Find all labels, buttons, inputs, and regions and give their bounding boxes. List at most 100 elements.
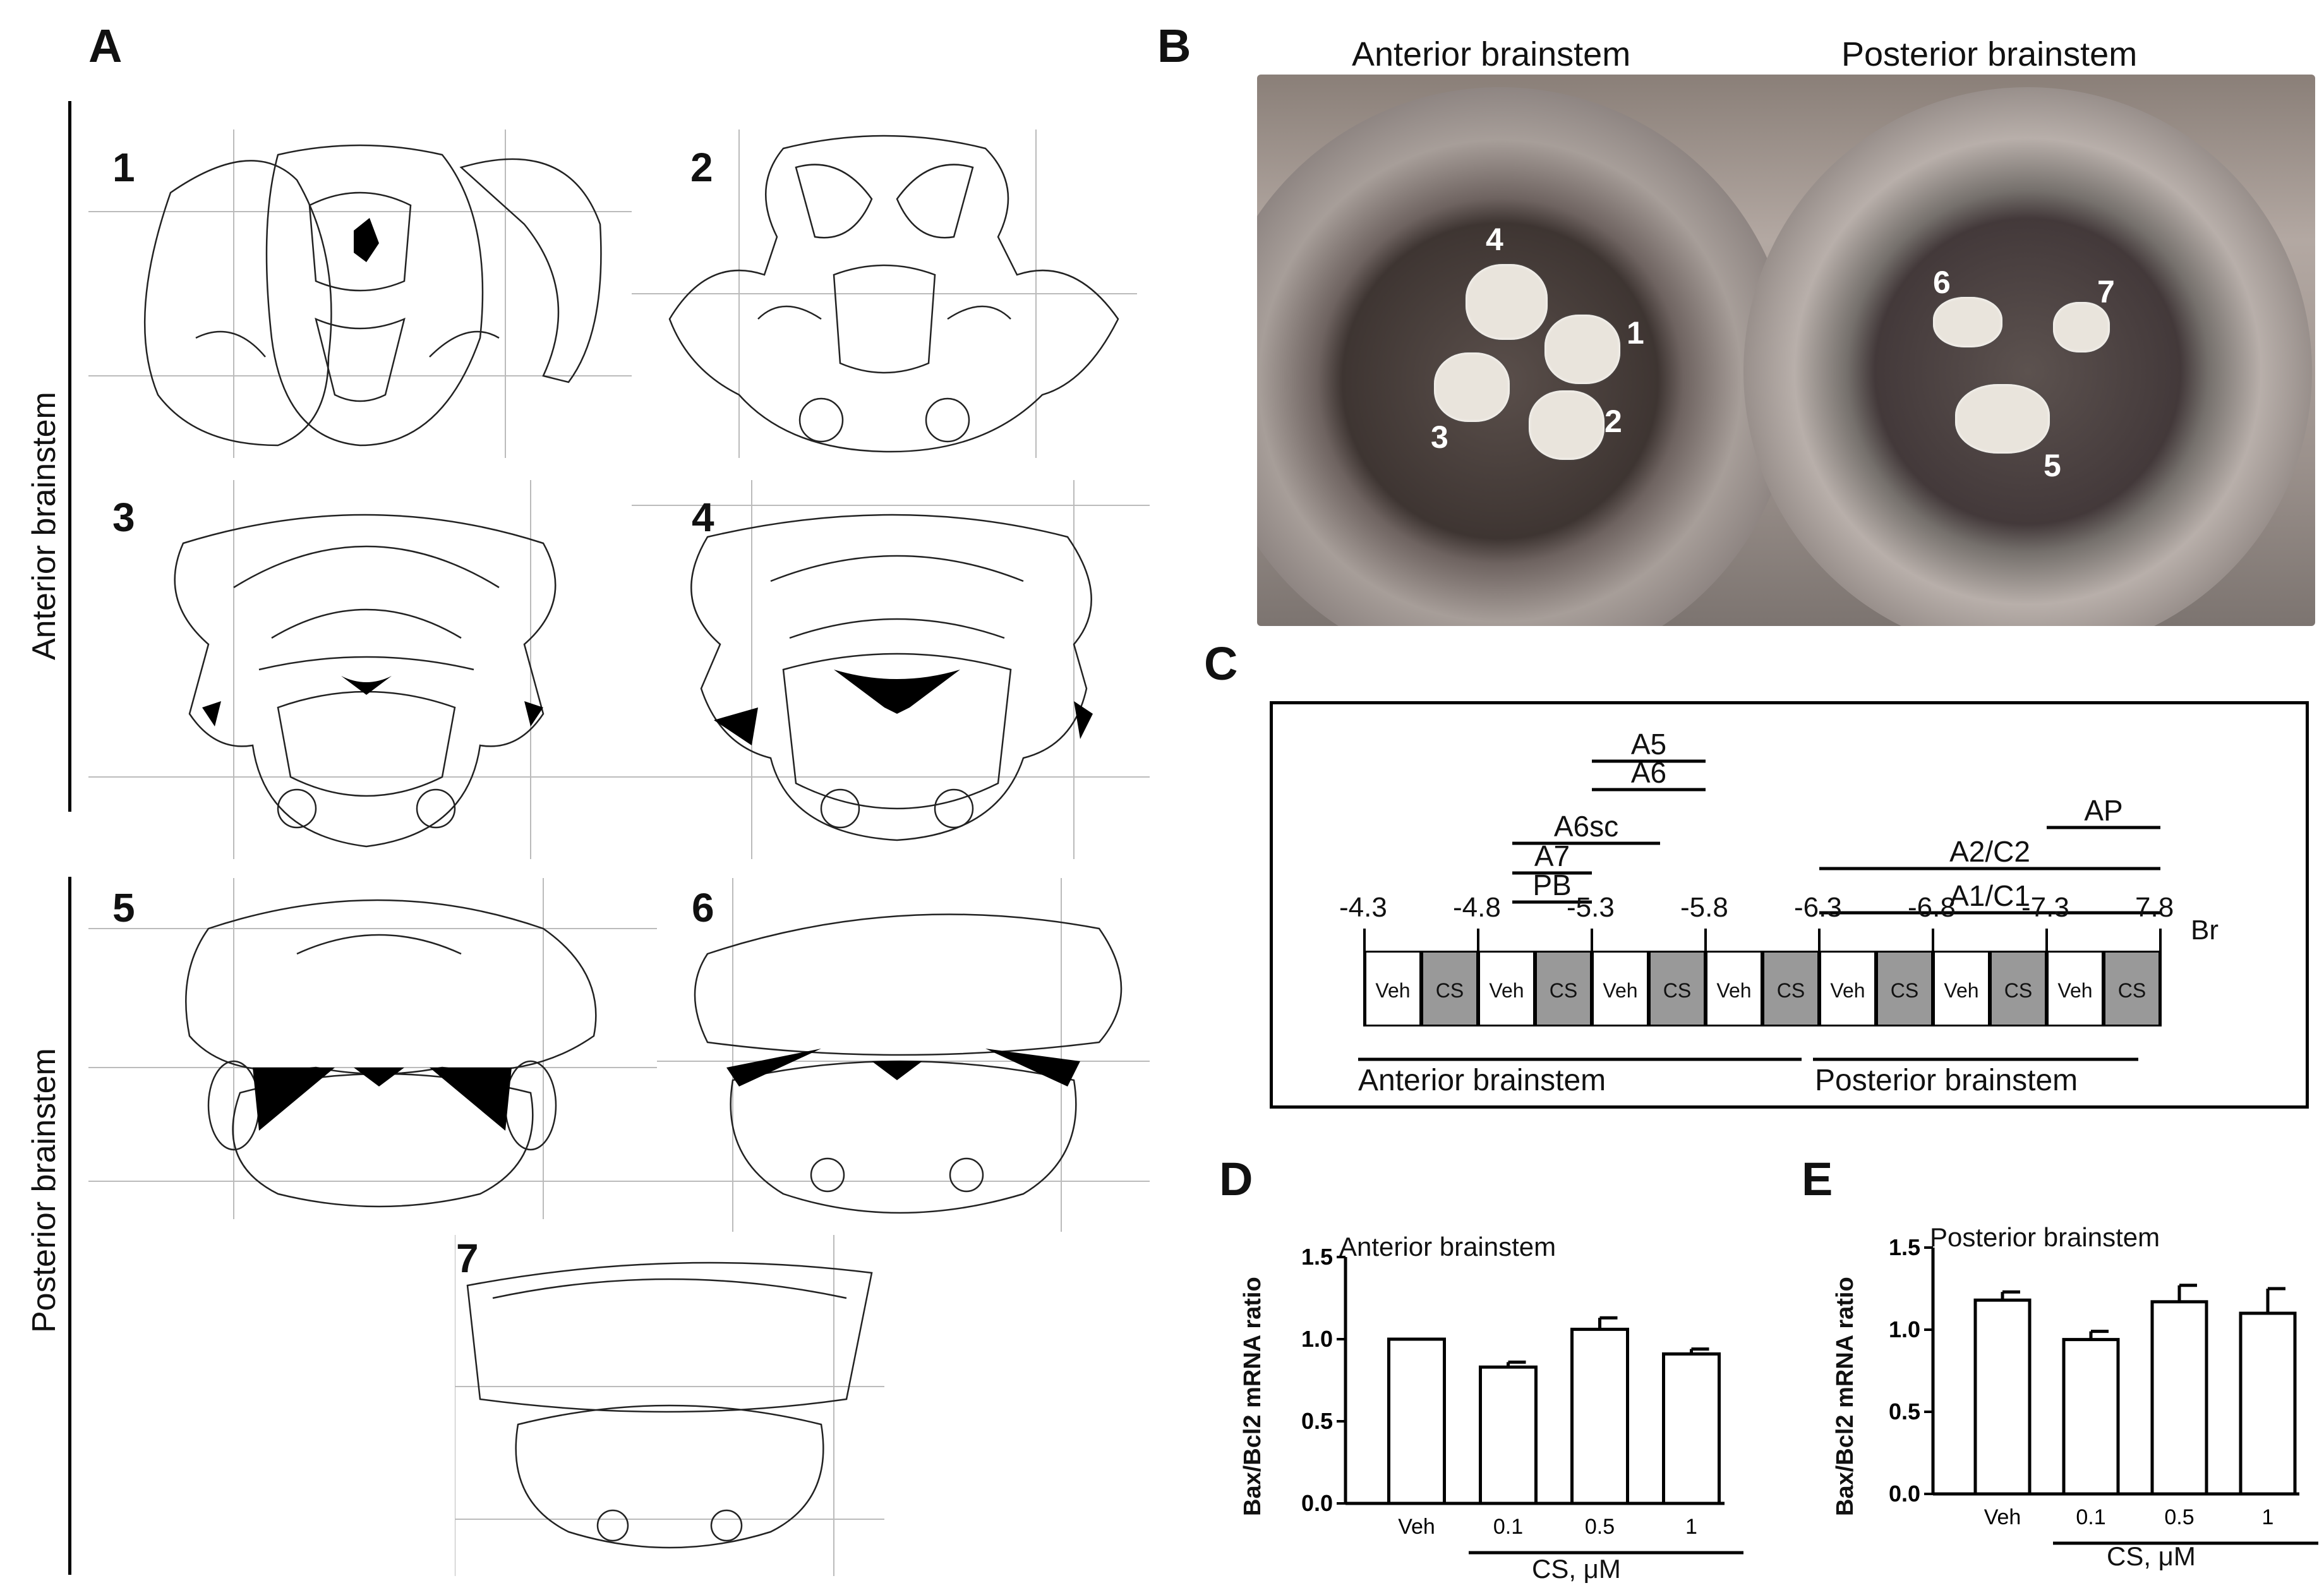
atlas-section-5 (88, 878, 657, 1219)
chart-e-xlabel: CS, μM (2107, 1541, 2196, 1571)
cs-box: CS (1535, 951, 1592, 1026)
posterior-brainstem-bracket-label: Posterior brainstem (1815, 1064, 2078, 1097)
slice-label-3: 3 (1431, 419, 1448, 455)
slice-label-2: 2 (1605, 404, 1622, 439)
slice-label-4: 4 (1486, 222, 1503, 257)
range-label-pb: PB (1532, 869, 1572, 901)
chart-d-ylabel: Bax/Bcl2 mRNA ratio (1239, 1277, 1266, 1516)
y-tick-label: 1.5 (1301, 1244, 1333, 1270)
bar-0.1 (1479, 1365, 1538, 1505)
anterior-bracket-line (68, 101, 71, 812)
tissue-slice-3 (1434, 352, 1510, 422)
posterior-bracket-line (68, 877, 71, 1575)
anterior-brainstem-bracket-label: Anterior brainstem (1358, 1064, 1606, 1097)
section-number-4: 4 (692, 495, 714, 540)
cs-box: CS (1421, 951, 1478, 1026)
bregma-tick-label: 7.8 (2135, 892, 2174, 923)
y-tick-label: 1.0 (1889, 1316, 1920, 1342)
y-tick-label: 1.5 (1889, 1234, 1920, 1260)
x-tick-label: 1 (1685, 1515, 1697, 1539)
bregma-tick-label: -4.8 (1453, 892, 1501, 923)
x-tick-label: Veh (1984, 1505, 2021, 1529)
anterior-brainstem-label: Anterior brainstem (26, 392, 63, 660)
section-number-2: 2 (690, 145, 713, 190)
y-tick-label: 0.5 (1889, 1399, 1920, 1424)
tissue-slice-5 (1955, 384, 2050, 454)
atlas-section-4 (632, 480, 1150, 859)
range-label-ap: AP (2084, 794, 2123, 827)
panel-label-d: D (1219, 1153, 1253, 1205)
cs-box: CS (1649, 951, 1706, 1026)
section-number-7: 7 (456, 1236, 479, 1281)
section-number-6: 6 (692, 885, 714, 930)
bregma-tick-label: -4.3 (1339, 892, 1387, 923)
atlas-section-1 (88, 129, 632, 458)
x-tick-label: 0.5 (1585, 1515, 1615, 1539)
bar-0.5 (2150, 1300, 2208, 1496)
y-tick-label: 1.0 (1301, 1326, 1333, 1352)
slice-label-1: 1 (1627, 315, 1644, 351)
veh-box: Veh (1592, 951, 1649, 1026)
photo-title-posterior: Posterior brainstem (1841, 35, 2138, 73)
bregma-tick-label: -6.8 (1908, 892, 1956, 923)
photo-title-anterior: Anterior brainstem (1352, 35, 1631, 73)
x-tick-label: 0.1 (1493, 1515, 1523, 1539)
x-tick-label: 1 (2262, 1505, 2274, 1529)
x-tick-label: 0.5 (2164, 1505, 2194, 1529)
slice-label-7: 7 (2097, 274, 2115, 310)
bregma-tick-label: -7.3 (2021, 892, 2069, 923)
well-anterior (1257, 87, 1794, 626)
section-number-3: 3 (112, 495, 135, 540)
veh-box: Veh (2047, 951, 2104, 1026)
bar-0.1 (2062, 1338, 2120, 1496)
tissue-slice-1 (1544, 315, 1620, 384)
well-posterior (1743, 87, 2312, 626)
bar-0.5 (1570, 1327, 1629, 1505)
range-label-a6: A6 (1630, 756, 1667, 789)
panel-label-b: B (1157, 20, 1191, 72)
br-label: Br (2191, 915, 2219, 946)
cs-box: CS (1990, 951, 2047, 1026)
y-tick-label: 0.5 (1301, 1408, 1333, 1434)
cs-box: CS (1762, 951, 1819, 1026)
y-tick-label: 0.0 (1889, 1481, 1920, 1507)
panel-label-c: C (1204, 637, 1238, 690)
range-label-a2-c2: A2/C2 (1949, 835, 2030, 868)
slice-label-6: 6 (1933, 265, 1951, 300)
veh-box: Veh (1933, 951, 1990, 1026)
tissue-slice-4 (1466, 264, 1548, 340)
atlas-section-6 (657, 878, 1150, 1232)
bar-1 (1662, 1352, 1721, 1505)
bar-Veh (1973, 1298, 2032, 1496)
range-label-a5: A5 (1630, 728, 1667, 761)
bregma-tick-label: -6.3 (1794, 892, 1842, 923)
y-tick-label: 0.0 (1301, 1490, 1333, 1516)
chart-d-xlabel: CS, μM (1532, 1554, 1621, 1584)
atlas-section-2 (632, 129, 1137, 458)
range-label-a6sc: A6sc (1553, 810, 1619, 843)
chart-e-title: Posterior brainstem (1930, 1222, 2160, 1252)
tissue-slice-2 (1529, 390, 1605, 460)
tissue-slice-7 (2053, 302, 2110, 352)
range-label-a7: A7 (1534, 840, 1570, 872)
tissue-slice-6 (1933, 297, 2002, 347)
x-tick-label: 0.1 (2076, 1505, 2105, 1529)
veh-box: Veh (1706, 951, 1762, 1026)
bar-Veh (1387, 1337, 1446, 1505)
cs-box: CS (2104, 951, 2160, 1026)
range-label-a1-c1: A1/C1 (1949, 879, 2030, 912)
panel-c-frame (1270, 701, 2309, 1109)
bar-1 (2239, 1311, 2297, 1496)
veh-box: Veh (1819, 951, 1876, 1026)
section-number-1: 1 (112, 145, 135, 190)
veh-box: Veh (1364, 951, 1421, 1026)
bregma-tick-label: -5.3 (1567, 892, 1615, 923)
veh-box: Veh (1478, 951, 1535, 1026)
cs-box: CS (1876, 951, 1933, 1026)
panel-label-e: E (1802, 1153, 1833, 1205)
panel-label-a: A (88, 20, 123, 72)
posterior-brainstem-label: Posterior brainstem (26, 1048, 63, 1333)
bregma-tick-label: -5.8 (1680, 892, 1728, 923)
